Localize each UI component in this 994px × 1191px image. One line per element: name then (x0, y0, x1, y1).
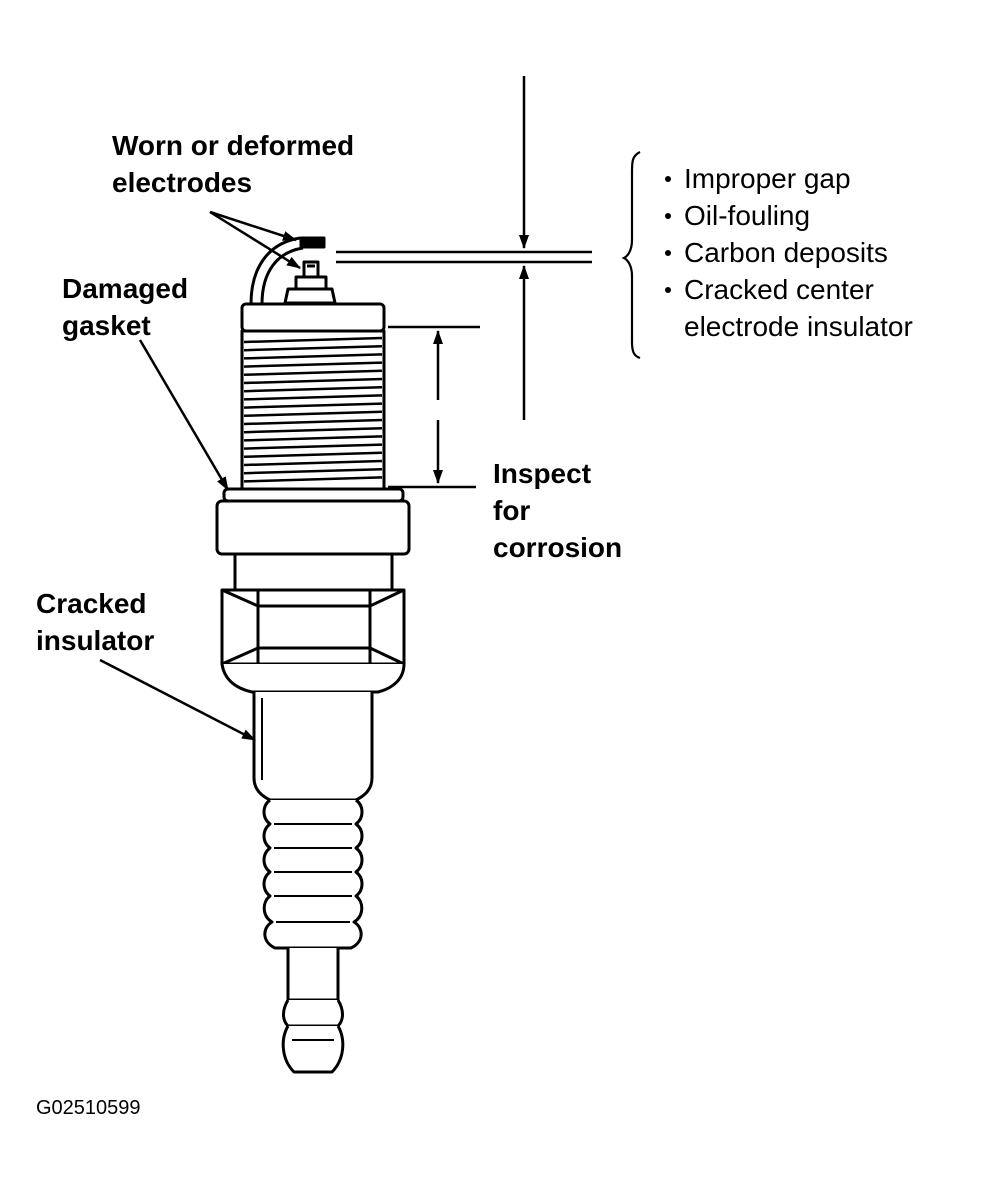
thread-line (243, 410, 383, 418)
issue-item: Improper gap (684, 163, 851, 194)
thread-line (243, 426, 383, 434)
damaged-gasket-arrow (138, 339, 230, 491)
thread-line (243, 402, 383, 409)
thread-length-dimension (388, 325, 480, 489)
thread-line (243, 435, 383, 442)
bullet-icon (665, 176, 671, 182)
thread-line (243, 385, 383, 393)
inspect-corrosion-label-line2: for (493, 495, 531, 526)
damaged-gasket-label-line2: gasket (62, 310, 151, 341)
thread-line (243, 336, 383, 344)
damaged-gasket-label-line1: Damaged (62, 273, 189, 304)
thread-line (243, 459, 383, 467)
center-electrode (283, 260, 337, 305)
thread-line (243, 443, 383, 450)
issue-item: Oil-fouling (684, 200, 811, 231)
inspect-corrosion-label: Inspect for corrosion (493, 455, 622, 566)
damaged-gasket-label: Damaged gasket (62, 270, 188, 344)
cracked-insulator-label-line2: insulator (36, 625, 155, 656)
worn-electrode-arrow-upper (209, 210, 297, 242)
thread-line (243, 418, 383, 426)
thread-line (243, 451, 383, 459)
thread-line (243, 467, 383, 475)
figure-id: G02510599 (36, 1097, 141, 1119)
cracked-insulator-label-line1: Cracked (36, 588, 147, 619)
spark-plug (215, 236, 411, 1074)
thread-line (243, 344, 383, 352)
bullet-icon (665, 250, 671, 256)
issue-item-continuation: electrode insulator (684, 311, 913, 342)
cracked-insulator-arrow (99, 658, 256, 742)
issue-item: Carbon deposits (684, 237, 888, 268)
issue-item: Cracked center (684, 274, 874, 305)
thread-line (243, 476, 383, 483)
cracked-insulator-label: Cracked insulator (36, 585, 154, 659)
bullet-icon (665, 213, 671, 219)
inspect-corrosion-label-line3: corrosion (493, 532, 623, 563)
gasket (222, 487, 405, 503)
gap-dimension (336, 76, 592, 420)
hex-nut (220, 588, 406, 666)
worn-electrodes-label: Worn or deformed electrodes (112, 127, 354, 201)
inspect-corrosion-label-line1: Inspect (493, 458, 592, 489)
thread-line (243, 361, 383, 368)
thread-line (243, 394, 383, 401)
bullet-icon (665, 287, 671, 293)
leader-arrows (99, 210, 301, 742)
issue-brace (621, 151, 641, 360)
thread-line (243, 353, 383, 360)
ceramic-insulator (252, 692, 374, 1074)
thread-line (243, 369, 383, 377)
worn-electrode-arrow-lower (209, 210, 301, 270)
threaded-shell (240, 302, 386, 493)
thread-line (243, 377, 383, 385)
worn-electrodes-label-line1: Worn or deformed (112, 130, 355, 161)
worn-electrodes-label-line2: electrodes (112, 167, 253, 198)
